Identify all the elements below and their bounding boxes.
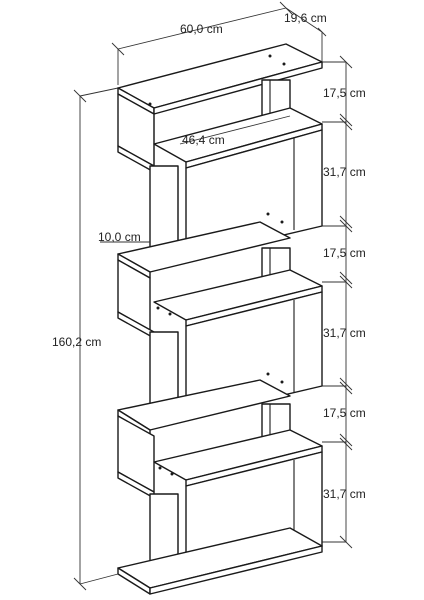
section-dimensions: 17,5 cm 31,7 cm 17,5 cm 31,7 cm 17,5 cm … — [322, 55, 366, 549]
total-height-dimension: 160,2 cm — [52, 87, 119, 591]
width-dimension: 60,0 cm — [111, 1, 293, 85]
depth-dimension: 19,6 cm — [284, 7, 327, 62]
compartment-4-back — [185, 291, 323, 419]
bookshelf: 46,4 cm 10,0 cm — [98, 43, 323, 595]
section-height-label-1: 17,5 cm — [323, 86, 366, 100]
total-height-label: 160,2 cm — [52, 335, 101, 349]
inner-width-label: 46,4 cm — [182, 133, 225, 147]
top-board-side — [153, 61, 323, 115]
section-height-label-6: 31,7 cm — [323, 487, 366, 501]
base-board-side — [149, 545, 323, 595]
compartment-2-back — [185, 129, 323, 259]
section-height-label-3: 17,5 cm — [323, 246, 366, 260]
panel-width-label: 10,0 cm — [98, 230, 141, 244]
section-height-label-4: 31,7 cm — [323, 326, 366, 340]
depth-label: 19,6 cm — [284, 11, 327, 25]
section-height-label-5: 17,5 cm — [323, 406, 366, 420]
section-height-label-2: 31,7 cm — [323, 165, 366, 179]
width-label: 60,0 cm — [180, 22, 223, 36]
